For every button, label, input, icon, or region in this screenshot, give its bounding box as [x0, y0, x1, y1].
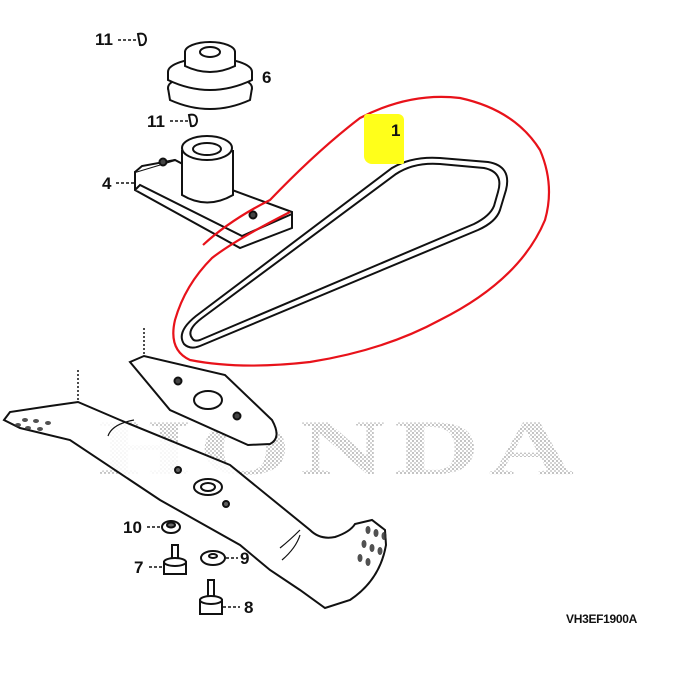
callout-1: 1: [391, 121, 401, 140]
blade-spacer-icon: [128, 328, 278, 447]
annotation-circle: [172, 95, 551, 367]
callout-11-top: 11: [95, 30, 113, 49]
washer-icon: [200, 550, 238, 566]
drawing-code: VH3EF1900A: [566, 612, 638, 626]
blade-holder-icon: [116, 135, 293, 250]
callout-11-mid: 11: [147, 112, 165, 131]
callout-6: 6: [262, 68, 272, 87]
mower-blade-icon: [2, 370, 388, 610]
nut-icon: [147, 520, 181, 534]
callout-highlight: [364, 114, 404, 164]
bolt-icon: [149, 544, 187, 575]
key-icon: [170, 113, 199, 128]
key-icon: [118, 32, 148, 47]
callout-9: 9: [240, 549, 250, 568]
callout-4: 4: [102, 174, 112, 193]
bolt-icon: [199, 579, 240, 615]
pulley-icon: [167, 41, 253, 110]
callout-7: 7: [134, 558, 144, 577]
callout-10: 10: [123, 518, 142, 537]
callout-8: 8: [244, 598, 254, 617]
